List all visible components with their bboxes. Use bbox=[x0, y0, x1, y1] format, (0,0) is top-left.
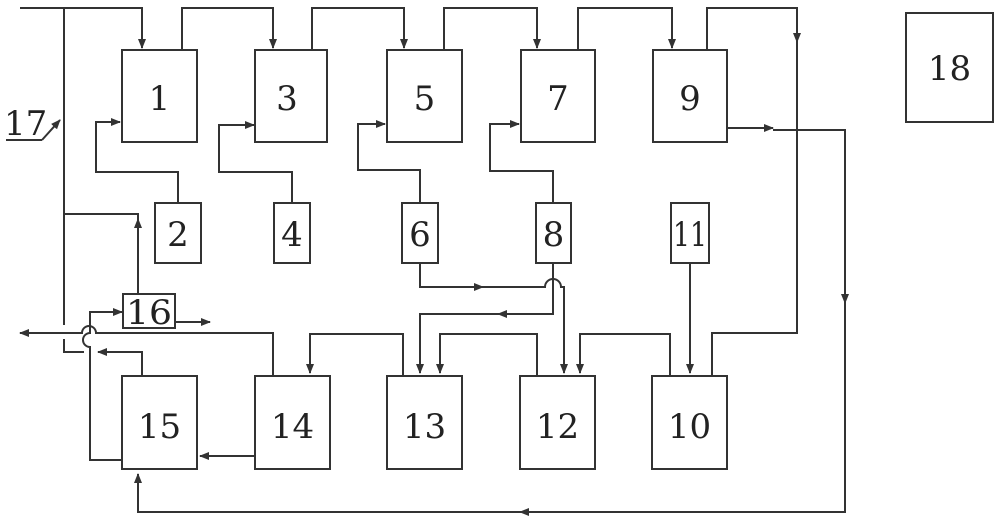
box-15: 15 bbox=[121, 375, 198, 470]
box-2-label: 2 bbox=[167, 215, 189, 255]
connector-1-to-3 bbox=[181, 7, 277, 50]
box-18-label: 18 bbox=[928, 49, 971, 89]
box-8-label: 8 bbox=[543, 215, 565, 255]
connector-10-to-12 bbox=[576, 333, 671, 376]
box-18: 18 bbox=[905, 12, 994, 123]
connector-13-to-14 bbox=[306, 333, 404, 376]
connector-7-to-9 bbox=[577, 7, 676, 50]
box-7-label: 7 bbox=[547, 79, 569, 119]
box-11: 11 bbox=[670, 202, 710, 264]
box-2: 2 bbox=[154, 202, 202, 264]
box-11-label: 11 bbox=[673, 215, 707, 255]
connector-8-to-7 bbox=[489, 120, 554, 203]
box-7: 7 bbox=[520, 49, 596, 143]
connector-bottom-return bbox=[519, 303, 846, 516]
input-17-label: 17 bbox=[4, 104, 47, 144]
box-8: 8 bbox=[535, 202, 572, 264]
box-1-label: 1 bbox=[149, 79, 171, 119]
box-12-label: 12 bbox=[536, 407, 579, 447]
connector-15-up bbox=[97, 348, 143, 376]
box-14-label: 14 bbox=[271, 407, 314, 447]
box-3: 3 bbox=[254, 49, 328, 143]
box-9-label: 9 bbox=[679, 79, 701, 119]
connector-14-left-out bbox=[19, 325, 274, 376]
box-3-label: 3 bbox=[276, 79, 298, 119]
connector-5-to-7 bbox=[443, 7, 541, 50]
box-16: 16 bbox=[122, 293, 176, 333]
box-14: 14 bbox=[254, 375, 331, 470]
box-12: 12 bbox=[519, 375, 596, 470]
connector-3-to-5 bbox=[311, 7, 408, 50]
connector-trunk-to-16 bbox=[64, 213, 139, 219]
connector-2-to-1 bbox=[95, 118, 179, 203]
connector-9-down bbox=[773, 129, 849, 304]
box-10-label: 10 bbox=[668, 407, 711, 447]
connector-8-to-13 bbox=[416, 313, 498, 374]
connector-4-to-3 bbox=[218, 121, 293, 203]
box-13: 13 bbox=[386, 375, 463, 470]
connections bbox=[6, 7, 849, 516]
box-16-label: 16 bbox=[126, 293, 172, 333]
connector-6-to-12 bbox=[483, 278, 568, 374]
connector-return-to-15 bbox=[134, 473, 520, 513]
box-1: 1 bbox=[121, 49, 198, 143]
box-10: 10 bbox=[651, 375, 728, 470]
box-4-label: 4 bbox=[281, 215, 303, 255]
connector-12-to-13 bbox=[436, 333, 538, 376]
connector-6-to-5 bbox=[357, 120, 421, 203]
connector-9-to-right bbox=[706, 7, 801, 50]
box-4: 4 bbox=[273, 202, 311, 264]
connector-feed-to-1 bbox=[20, 7, 146, 49]
box-13-label: 13 bbox=[403, 407, 446, 447]
connector-6-out bbox=[419, 263, 484, 291]
connector-right-to-10 bbox=[711, 42, 798, 376]
connector-left-trunk bbox=[63, 8, 84, 353]
box-15-label: 15 bbox=[138, 407, 181, 447]
box-5-label: 5 bbox=[414, 79, 436, 119]
connector-15-to-16 bbox=[82, 308, 123, 461]
box-6-label: 6 bbox=[409, 215, 431, 255]
box-9: 9 bbox=[652, 49, 728, 143]
input-17-arrow bbox=[41, 119, 61, 141]
box-5: 5 bbox=[386, 49, 463, 143]
box-6: 6 bbox=[401, 202, 439, 264]
connector-8-out bbox=[497, 263, 554, 318]
